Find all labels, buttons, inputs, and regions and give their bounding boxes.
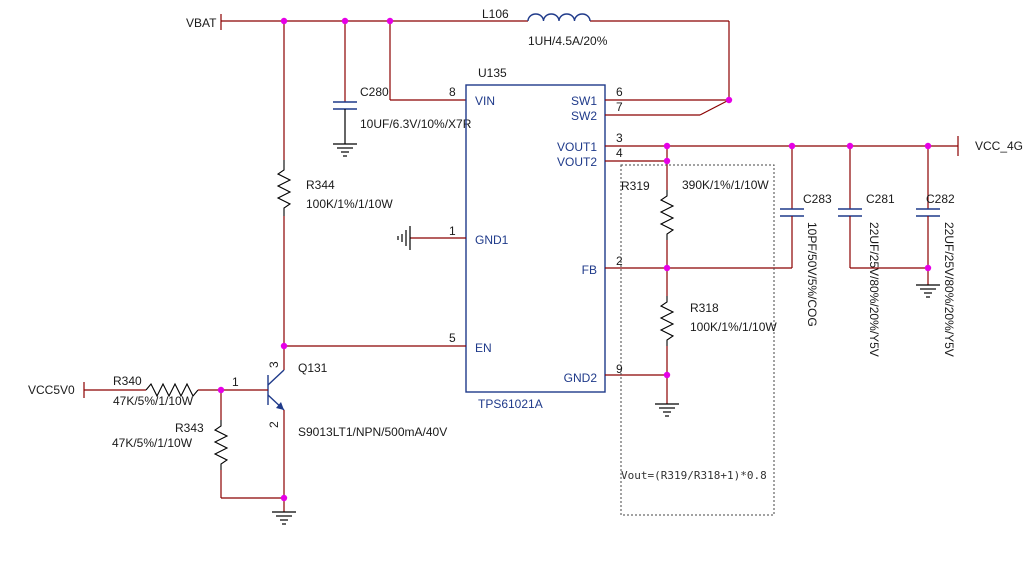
pin-sw1-num: 6 [616,85,623,99]
pin-fb-num: 2 [616,254,623,268]
transistor-ground [272,498,296,525]
resistor-r318: R318 100K/1%/1/10W [659,268,777,404]
q131-pin-b: 1 [232,375,239,389]
inductor-ref: L106 [482,7,509,21]
pin-sw2-name: SW2 [571,109,597,123]
resistor-r340: VCC5V0 R340 47K/5%/1/10W [28,374,268,408]
resistor-r344: R344 100K/1%/1/10W [276,21,393,346]
pin-en-num: 5 [449,331,456,345]
pin-gnd2-num: 9 [616,362,623,376]
q131-value: S9013LT1/NPN/500mA/40V [298,425,447,439]
gnd1-ground [397,226,466,250]
r319-ref: R319 [621,179,650,193]
r344-value: 100K/1%/1/10W [306,197,393,211]
c283-value: 10PF/50V/5%/COG [805,222,819,327]
gnd2-ground [605,374,679,417]
q131-pin-e: 2 [267,421,281,428]
pin-vin-num: 8 [449,85,456,99]
vbat-net: VBAT [186,14,730,100]
pin-gnd1-name: GND1 [475,233,509,247]
resistor-r343: R343 47K/5%/1/10W [112,390,284,499]
r344-ref: R344 [306,178,335,192]
c283-ref: C283 [803,192,832,206]
ic-part: TPS61021A [478,397,543,411]
vin-net [389,21,466,101]
q131-pin-c: 3 [267,361,281,368]
r319-value: 390K/1%/1/10W [682,178,769,192]
pin-vout2-num: 4 [616,146,623,160]
pin-vout1-name: VOUT1 [557,140,597,154]
capacitor-c280: C280 10UF/6.3V/10%/X7R [333,21,472,157]
transistor-q131: Q131 S9013LT1/NPN/500mA/40V 3 2 1 [232,346,447,498]
c280-value: 10UF/6.3V/10%/X7R [360,117,472,131]
r340-ref: R340 [113,374,142,388]
capacitor-c282: C282 22UF/25V/80%/20%/Y5V [850,146,956,357]
vcc5v0-label: VCC5V0 [28,383,75,397]
formula-note: Vout=(R319/R318+1)*0.8 [620,164,775,516]
formula-text: Vout=(R319/R318+1)*0.8 [621,469,767,482]
r343-ref: R343 [175,421,204,435]
pin-gnd1-num: 1 [449,224,456,238]
pin-fb-name: FB [582,263,597,277]
resistor-r319: R319 390K/1%/1/10W [621,178,769,268]
pin-vin-name: VIN [475,94,495,108]
pin-sw2-num: 7 [616,100,623,114]
pin-gnd2-name: GND2 [564,371,598,385]
inductor-value: 1UH/4.5A/20% [528,34,608,48]
q131-ref: Q131 [298,361,328,375]
c281-ref: C281 [866,192,895,206]
sw-net [605,99,730,116]
junction-dots [217,17,932,502]
capacitor-c281: C281 22UF/25V/80%/20%/Y5V [838,146,895,357]
r340-value: 47K/5%/1/10W [113,394,194,408]
ic-ref: U135 [478,66,507,80]
pin-sw1-name: SW1 [571,94,597,108]
vbat-label: VBAT [186,16,217,30]
r318-ref: R318 [690,301,719,315]
inductor-l106: L106 1UH/4.5A/20% [482,7,608,48]
ic-u135: U135 TPS61021A VIN 8 GND1 1 EN 5 SW1 6 S… [449,66,623,411]
pin-vout1-num: 3 [616,131,623,145]
c280-ref: C280 [360,85,389,99]
pin-en-name: EN [475,341,492,355]
vcc4g-label: VCC_4G [975,139,1023,153]
r318-value: 100K/1%/1/10W [690,320,777,334]
r343-value: 47K/5%/1/10W [112,436,193,450]
pin-vout2-name: VOUT2 [557,155,597,169]
capacitor-c283: C283 10PF/50V/5%/COG [780,146,832,327]
c282-value: 22UF/25V/80%/20%/Y5V [942,222,956,357]
c282-ref: C282 [926,192,955,206]
c281-value: 22UF/25V/80%/20%/Y5V [867,222,881,357]
